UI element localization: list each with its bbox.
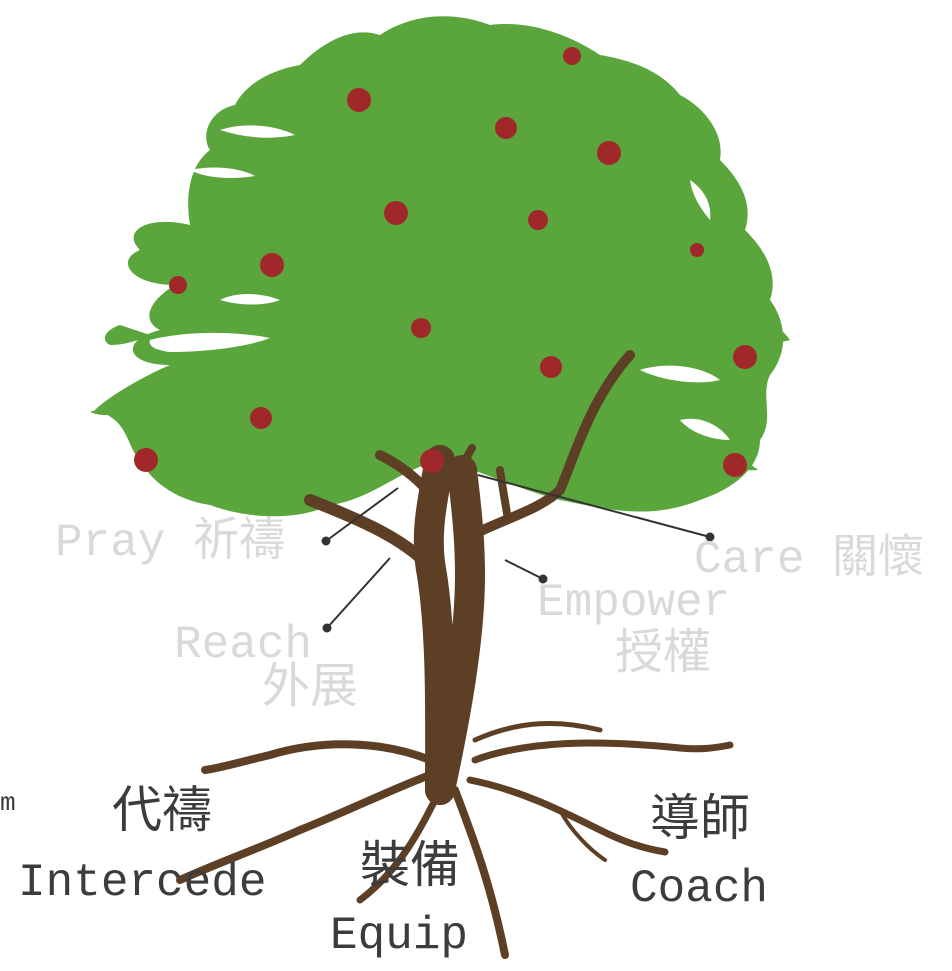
apple-icon bbox=[134, 47, 757, 477]
label-reach-zh: 外展 bbox=[262, 658, 359, 714]
label-coach-zh: 導師 bbox=[650, 789, 750, 847]
label-empower-en: Empower bbox=[537, 577, 731, 629]
canopy-gaps bbox=[149, 125, 730, 440]
label-equip-en: Equip bbox=[330, 910, 469, 962]
label-coach-en: Coach bbox=[630, 863, 769, 915]
label-empower-zh: 授權 bbox=[615, 624, 712, 680]
label-edge-fragment: m bbox=[0, 788, 16, 818]
tree-canopy bbox=[90, 16, 790, 517]
pointer-lines bbox=[321, 474, 715, 633]
label-equip-zh: 裝備 bbox=[360, 836, 460, 894]
tree-trunk bbox=[176, 350, 734, 959]
label-pray: Pray 祈禱 bbox=[55, 517, 286, 569]
label-intercede-zh: 代禱 bbox=[112, 781, 212, 839]
label-reach-en: Reach bbox=[174, 619, 313, 671]
label-care: Care 關懷 bbox=[694, 534, 925, 586]
label-intercede-en: Intercede bbox=[18, 857, 267, 909]
